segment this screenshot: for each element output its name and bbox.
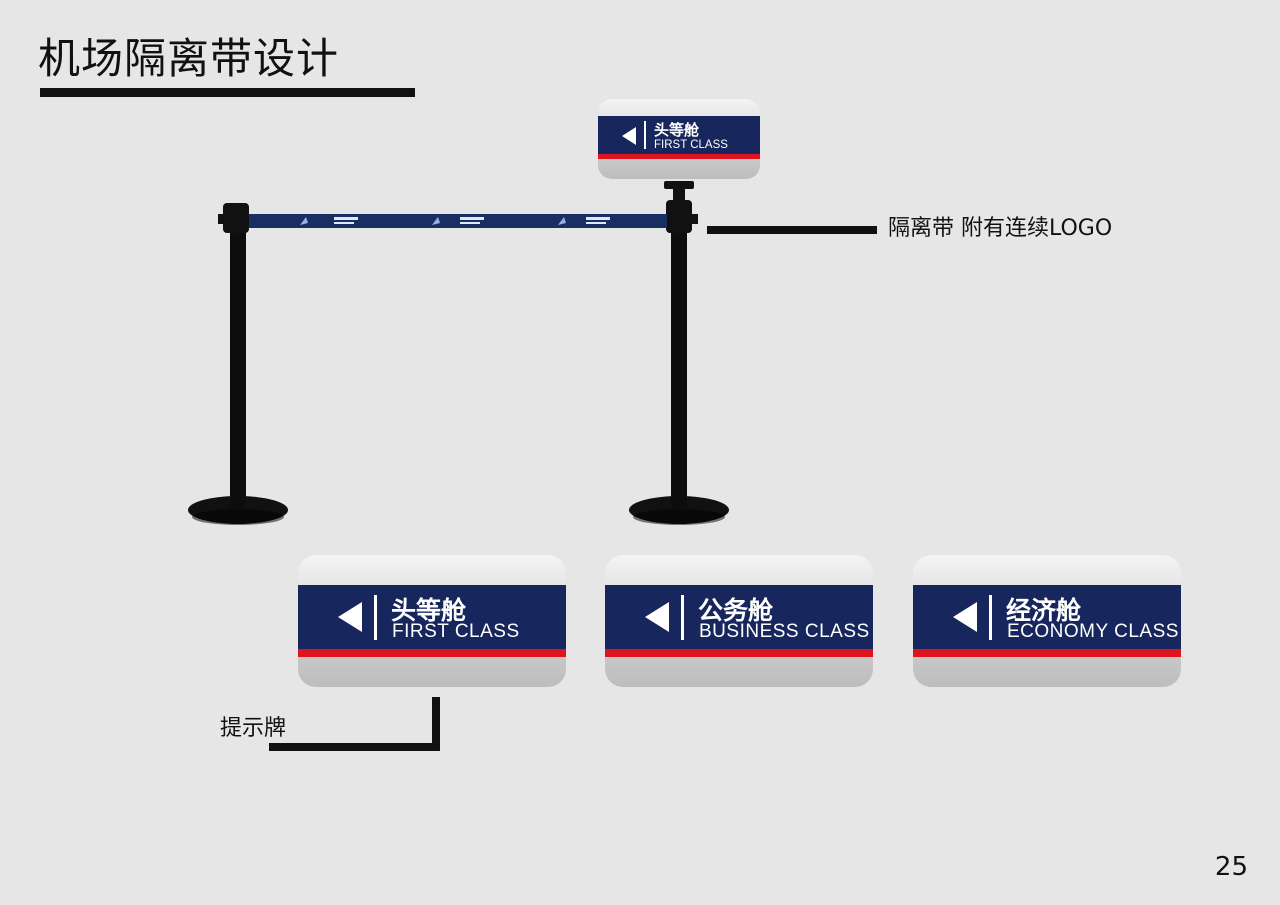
- belt-logo-text-mark: [586, 222, 606, 224]
- belt-logo-text-mark: [586, 217, 610, 220]
- belt-logo-mark: [432, 217, 440, 225]
- sign-red-stripe: [605, 649, 873, 657]
- sign-cn-label: 头等舱: [654, 121, 700, 139]
- left-post-base-shadow: [192, 509, 284, 525]
- sign-cn-label: 头等舱: [391, 596, 467, 625]
- sign-divider: [681, 595, 684, 640]
- sign-en-label: BUSINESS CLASS: [699, 621, 870, 642]
- belt-callout-line: [707, 226, 877, 234]
- sign-cn-label: 公务舱: [698, 596, 774, 625]
- belt-logo-text: [334, 217, 610, 224]
- belt-logo-text-mark: [460, 222, 480, 224]
- sign-en-label: FIRST CLASS: [654, 139, 728, 151]
- sign-callout-label: 提示牌: [220, 716, 287, 741]
- sign-red-stripe: [298, 649, 566, 657]
- sign-divider: [644, 121, 646, 149]
- left-post-head: [223, 203, 249, 233]
- belt-logo-mark: [300, 217, 308, 225]
- title-underline: [40, 88, 415, 97]
- right-post: [671, 205, 687, 510]
- arrow-left-icon: [338, 602, 362, 632]
- sign-economy-class: 经济舱 ECONOMY CLASS: [913, 555, 1181, 687]
- sign-en-label: FIRST CLASS: [392, 621, 520, 642]
- belt-logo-mark: [558, 217, 566, 225]
- sign-red-stripe: [598, 154, 760, 159]
- barrier-belt: [249, 214, 667, 228]
- sign-mount-stem: [673, 188, 685, 202]
- left-post-clip: [218, 214, 226, 224]
- belt-logo-text-mark: [460, 217, 484, 220]
- arrow-left-icon: [953, 602, 977, 632]
- right-post-head: [666, 200, 692, 233]
- right-post-clip: [688, 214, 698, 224]
- sign-callout-vertical: [432, 697, 440, 751]
- sign-divider: [374, 595, 377, 640]
- belt-logo-text-mark: [334, 222, 354, 224]
- left-post: [230, 205, 246, 510]
- belt-logo-pattern: [300, 217, 566, 225]
- sign-mount-cap: [664, 181, 694, 189]
- sign-callout-horizontal: [269, 743, 440, 751]
- sign-en-label: ECONOMY CLASS: [1007, 621, 1179, 642]
- page-number: 25: [1214, 852, 1248, 882]
- sign-red-stripe: [913, 649, 1181, 657]
- right-post-base-shadow: [633, 509, 725, 525]
- page-title: 机场隔离带设计: [38, 34, 340, 83]
- belt-callout-label: 隔离带 附有连续LOGO: [888, 216, 1113, 241]
- arrow-left-icon: [622, 127, 636, 145]
- belt-logo-text-mark: [334, 217, 358, 220]
- mounted-sign-first-class: 头等舱 FIRST CLASS: [598, 99, 760, 179]
- sign-first-class: 头等舱 FIRST CLASS: [298, 555, 566, 687]
- sign-divider: [989, 595, 992, 640]
- sign-business-class: 公务舱 BUSINESS CLASS: [605, 555, 873, 687]
- sign-cn-label: 经济舱: [1006, 596, 1082, 625]
- arrow-left-icon: [645, 602, 669, 632]
